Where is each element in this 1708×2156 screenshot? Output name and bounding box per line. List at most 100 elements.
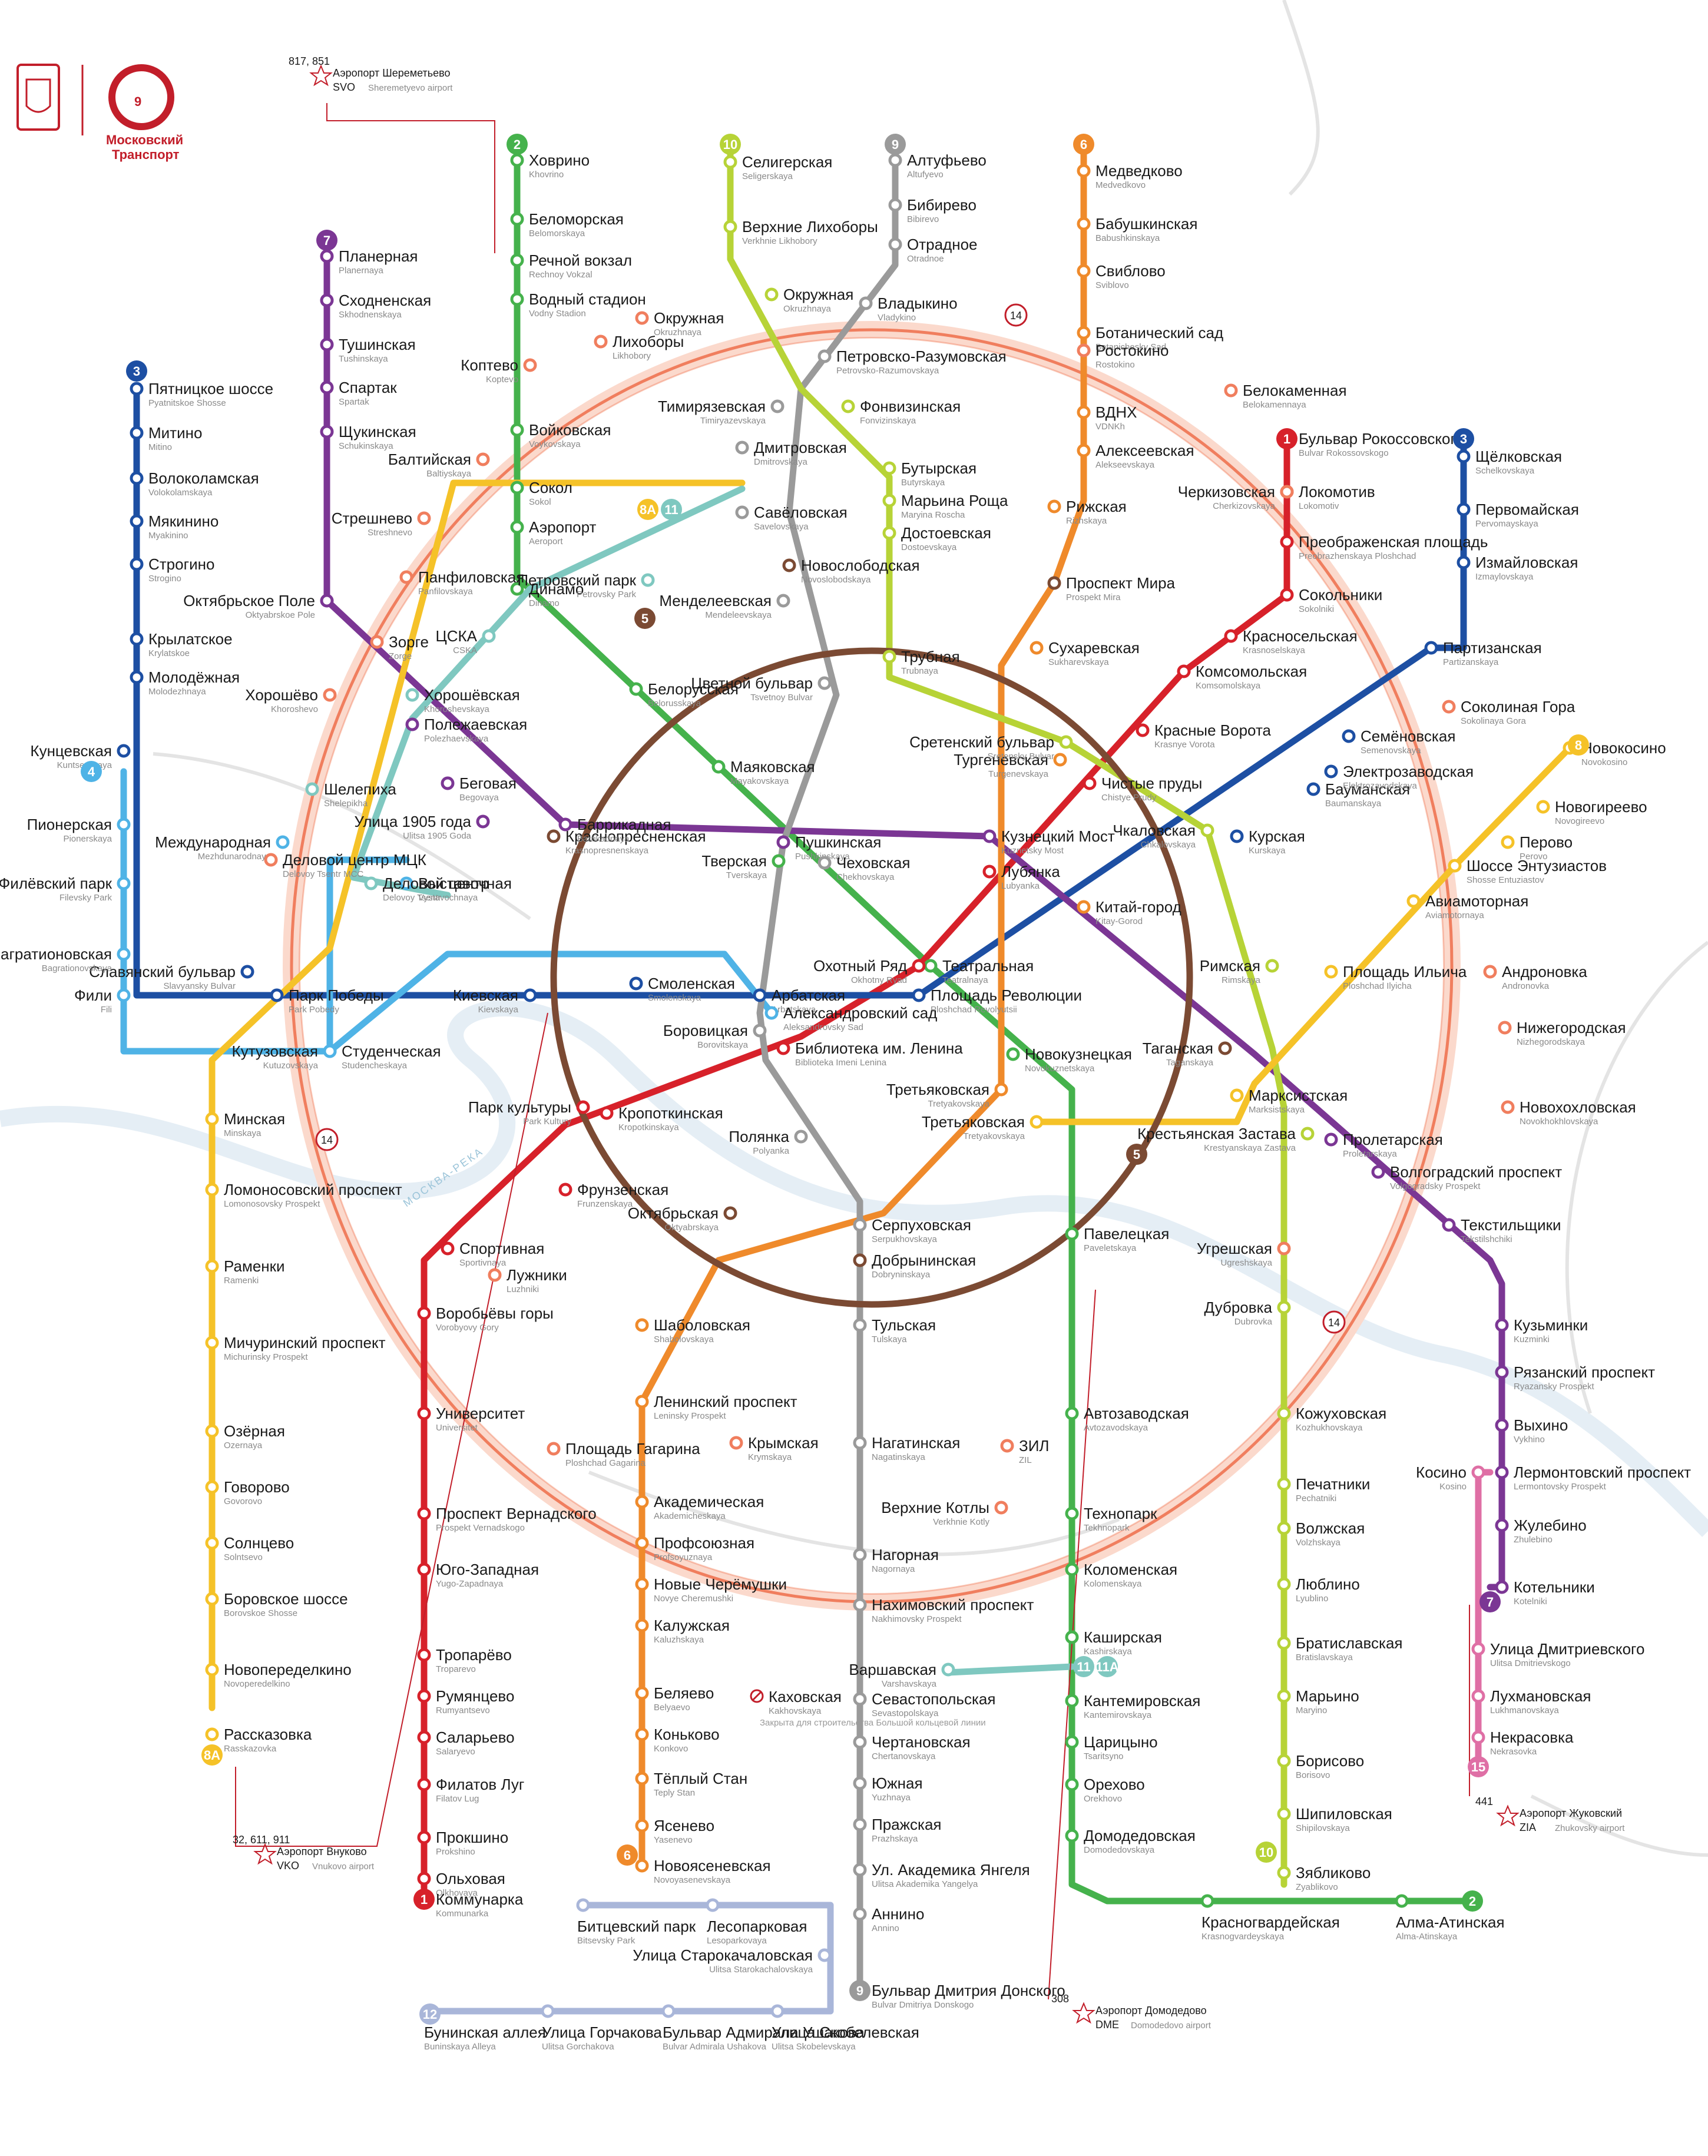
station-dot[interactable] xyxy=(417,1306,431,1320)
station-dot[interactable] xyxy=(1047,499,1061,514)
station-dot[interactable] xyxy=(364,876,378,890)
station-dot[interactable] xyxy=(323,1044,337,1058)
station-dot[interactable] xyxy=(417,1562,431,1577)
station-dot[interactable] xyxy=(1230,1088,1244,1102)
station-dot[interactable] xyxy=(541,2004,555,2018)
station-dot[interactable] xyxy=(723,220,737,234)
station-dot[interactable] xyxy=(711,760,726,774)
station-dot[interactable] xyxy=(270,988,284,1002)
station-dot[interactable] xyxy=(1065,1735,1079,1749)
station-dot[interactable] xyxy=(1230,829,1244,843)
station-dot[interactable] xyxy=(523,988,537,1002)
station-dot[interactable] xyxy=(1047,576,1061,590)
station-dot[interactable] xyxy=(782,558,796,572)
station-dot[interactable] xyxy=(635,1859,649,1873)
station-dot[interactable] xyxy=(1177,664,1191,678)
station-dot[interactable] xyxy=(1342,729,1356,743)
station-dot[interactable] xyxy=(276,835,290,849)
station-dot[interactable] xyxy=(576,1100,590,1114)
station-dot[interactable] xyxy=(1077,164,1091,178)
station-dot[interactable] xyxy=(661,2004,676,2018)
station-dot[interactable] xyxy=(1077,217,1091,231)
station-dot[interactable] xyxy=(417,1830,431,1844)
station-dot[interactable] xyxy=(1218,1041,1232,1055)
station-dot[interactable] xyxy=(1371,1165,1385,1179)
station-dot[interactable] xyxy=(1065,1630,1079,1644)
station-dot[interactable] xyxy=(417,1730,431,1744)
station-dot[interactable] xyxy=(817,676,832,690)
station-dot[interactable] xyxy=(1457,555,1471,569)
station-dot[interactable] xyxy=(399,876,413,890)
station-dot[interactable] xyxy=(417,511,431,525)
station-dot[interactable] xyxy=(853,1218,867,1232)
station-dot[interactable] xyxy=(994,1082,1008,1097)
station-dot[interactable] xyxy=(117,876,131,890)
station-dot[interactable] xyxy=(1277,1477,1291,1491)
station-dot[interactable] xyxy=(205,1592,219,1606)
station-dot[interactable] xyxy=(417,1689,431,1703)
station[interactable]: КунцевскаяKuntsevskaya xyxy=(30,742,131,770)
station-dot[interactable] xyxy=(853,1253,867,1267)
station-dot[interactable] xyxy=(1442,700,1456,714)
station-dot[interactable] xyxy=(853,1598,867,1612)
station-dot[interactable] xyxy=(1136,723,1150,737)
station-dot[interactable] xyxy=(523,358,537,372)
station-dot[interactable] xyxy=(853,1817,867,1832)
station-dot[interactable] xyxy=(1495,1365,1509,1379)
station-dot[interactable] xyxy=(205,1536,219,1550)
station-dot[interactable] xyxy=(130,557,144,571)
station-dot[interactable] xyxy=(764,1006,779,1020)
station-dot[interactable] xyxy=(817,856,832,870)
station-dot[interactable] xyxy=(853,1548,867,1562)
station-dot[interactable] xyxy=(1200,823,1214,837)
station-dot[interactable] xyxy=(547,829,561,843)
station-dot[interactable] xyxy=(817,349,832,363)
station-dot[interactable] xyxy=(1442,1218,1456,1232)
station-dot[interactable] xyxy=(417,1777,431,1791)
station-dot[interactable] xyxy=(320,337,334,352)
station-dot[interactable] xyxy=(1536,800,1550,814)
station-dot[interactable] xyxy=(882,461,896,475)
station-dot[interactable] xyxy=(853,1692,867,1706)
